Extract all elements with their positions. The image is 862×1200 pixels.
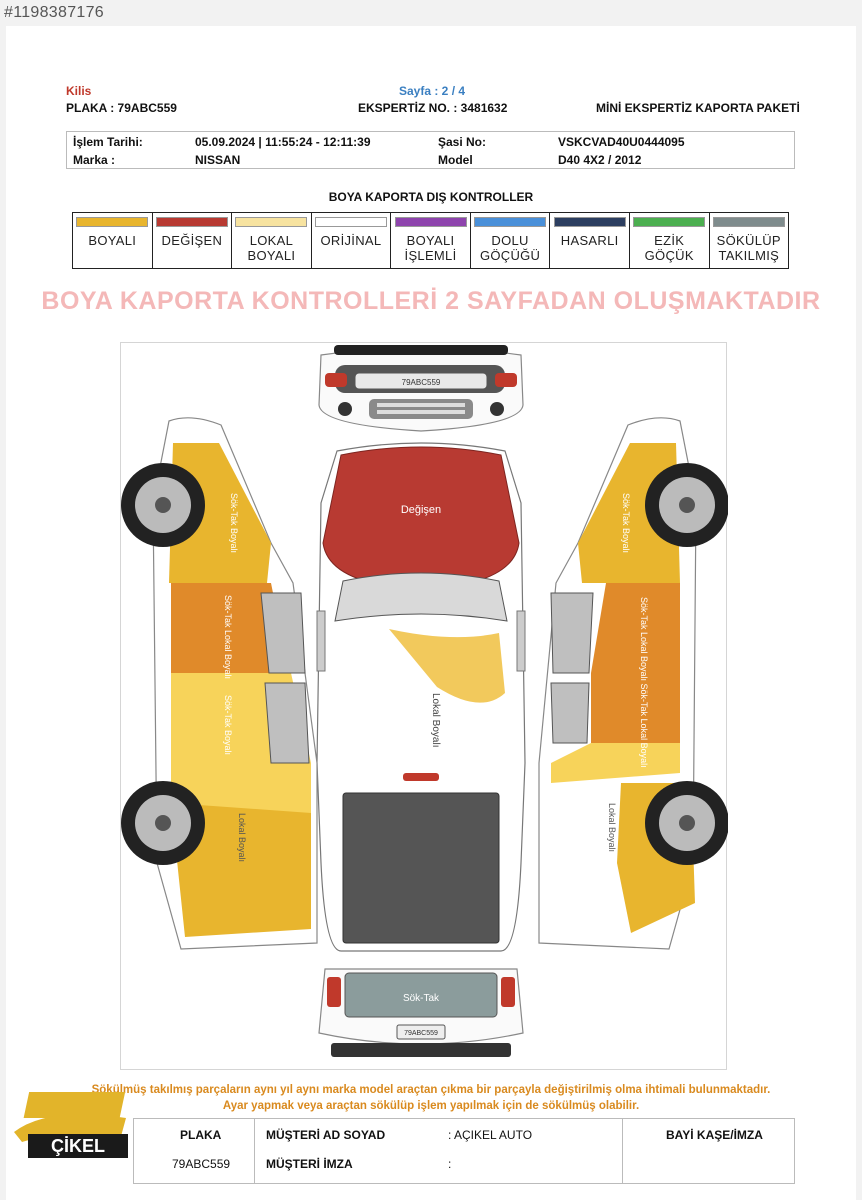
legend-swatch	[474, 217, 547, 227]
left-rear-fender-label: Lokal Boyalı	[237, 813, 247, 862]
footer-plate-label: PLAKA	[180, 1128, 222, 1142]
front-view: 79ABC559	[318, 345, 524, 432]
right-front-fender-label: Sök-Tak Boyalı	[621, 493, 631, 553]
legend-item: DEĞİŞEN	[153, 213, 233, 268]
left-front-fender-label: Sök-Tak Boyalı	[229, 493, 239, 553]
legend-swatch	[76, 217, 149, 227]
package-name: MİNİ EKSPERTİZ KAPORTA PAKETİ	[596, 101, 800, 115]
legend-label: BOYALI İŞLEMLİ	[404, 233, 457, 263]
legend-swatch	[155, 217, 228, 227]
legend-item: LOKAL BOYALI	[232, 213, 312, 268]
expertise-number: EKSPERTİZ NO. : 3481632	[358, 101, 508, 115]
color-legend: BOYALI DEĞİŞEN LOKAL BOYALI ORİJİNAL BOYALI …	[72, 212, 789, 269]
legend-label: SÖKÜLÜP TAKILMIŞ	[716, 233, 781, 263]
hood-label: Değişen	[401, 504, 441, 516]
note-line-1: Sökülmüş takılmış parçaların aynı yıl ay…	[91, 1084, 771, 1096]
chassis-label: Şasi No:	[438, 135, 487, 149]
tailgate-label: Sök-Tak	[403, 993, 440, 1004]
legend-item: BOYALI İŞLEMLİ	[391, 213, 471, 268]
brand-label: Marka :	[73, 153, 116, 167]
left-side-view: Sök-Tak Boyalı Sök-Tak Lokal Boyalı Sök-…	[121, 417, 318, 950]
car-diagram-svg: 79ABC559 Değişen Lokal Boyalı	[121, 345, 728, 1057]
listing-id: #1198387176	[4, 4, 104, 21]
legend-swatch	[394, 217, 467, 227]
legend-item: EZİK GÖÇÜK	[630, 213, 710, 268]
right-doors-label: Sök-Tak Lokal Boyalı Sök-Tak Lokal Boyal…	[639, 597, 649, 768]
city-label: Kilis	[66, 84, 92, 98]
legend-swatch	[314, 217, 387, 227]
pages-banner: BOYA KAPORTA KONTROLLERİ 2 SAYFADAN OLUŞ…	[41, 287, 821, 315]
logo-svg: ÇİKEL	[14, 1092, 128, 1158]
right-rear-fender-label: Lokal Boyalı	[607, 803, 617, 852]
legend-label: DEĞİŞEN	[161, 233, 223, 248]
legend-label: HASARLI	[560, 233, 619, 248]
section-title: BOYA KAPORTA DIŞ KONTROLLER	[328, 190, 534, 204]
left-rear-door-label: Sök-Tak Boyalı	[223, 695, 233, 755]
customer-signature-label: MÜŞTERİ İMZA	[266, 1157, 353, 1171]
legend-swatch	[712, 217, 785, 227]
dealer-stamp-label: BAYİ KAŞE/İMZA	[666, 1128, 763, 1142]
customer-signature-value: :	[448, 1157, 452, 1171]
top-view: Değişen Lokal Boyalı	[316, 442, 526, 952]
customer-name-value: : AÇIKEL AUTO	[448, 1128, 533, 1142]
front-plate-text: 79ABC559	[402, 378, 441, 387]
rear-view: Sök-Tak 79ABC559	[318, 968, 524, 1057]
brand-value: NISSAN	[195, 153, 241, 167]
rear-plate-text: 79ABC559	[404, 1030, 438, 1037]
legend-label: BOYALI	[88, 233, 137, 248]
date-value: 05.09.2024 | 11:55:24 - 12:11:39	[195, 135, 371, 149]
signature-table: PLAKA 79ABC559 MÜŞTERİ AD SOYAD : AÇIKEL…	[133, 1118, 795, 1184]
legend-item: SÖKÜLÜP TAKILMIŞ	[710, 213, 789, 268]
model-value: D40 4X2 / 2012	[558, 153, 642, 167]
legend-swatch	[633, 217, 706, 227]
chassis-value: VSKCVAD40U0444095	[558, 135, 685, 149]
legend-label: DOLU GÖÇÜĞÜ	[479, 233, 541, 263]
report-sheet: Kilis Sayfa : 2 / 4 PLAKA : 79ABC559 EKS…	[6, 26, 856, 1200]
note-line-2: Ayar yapmak veya araçtan sökülüp işlem y…	[222, 1100, 640, 1112]
logo-text: ÇİKEL	[51, 1136, 105, 1156]
vehicle-info-box: İşlem Tarihi: 05.09.2024 | 11:55:24 - 12…	[66, 131, 795, 169]
legend-label: EZİK GÖÇÜK	[644, 233, 694, 263]
legend-label: ORİJİNAL	[320, 233, 382, 248]
legend-item: DOLU GÖÇÜĞÜ	[471, 213, 551, 268]
customer-name-label: MÜŞTERİ AD SOYAD	[266, 1128, 386, 1142]
legend-item: ORİJİNAL	[312, 213, 392, 268]
plate-header: PLAKA : 79ABC559	[66, 101, 177, 115]
legend-label: LOKAL BOYALI	[247, 233, 296, 263]
date-label: İşlem Tarihi:	[73, 135, 143, 149]
footer-plate-value: 79ABC559	[172, 1157, 231, 1171]
car-damage-diagram: 79ABC559 Değişen Lokal Boyalı	[120, 342, 728, 1070]
roof-label: Lokal Boyalı	[430, 693, 441, 747]
model-label: Model	[438, 153, 473, 167]
right-side-view: Sök-Tak Boyalı Sök-Tak Lokal Boyalı Sök-…	[538, 417, 728, 950]
dealer-logo: ÇİKEL	[8, 1088, 132, 1164]
page-indicator: Sayfa : 2 / 4	[399, 84, 466, 98]
legend-item: BOYALI	[73, 213, 153, 268]
legend-item: HASARLI	[550, 213, 630, 268]
legend-swatch	[553, 217, 626, 227]
legend-swatch	[235, 217, 308, 227]
left-front-door-label: Sök-Tak Lokal Boyalı	[223, 595, 233, 679]
